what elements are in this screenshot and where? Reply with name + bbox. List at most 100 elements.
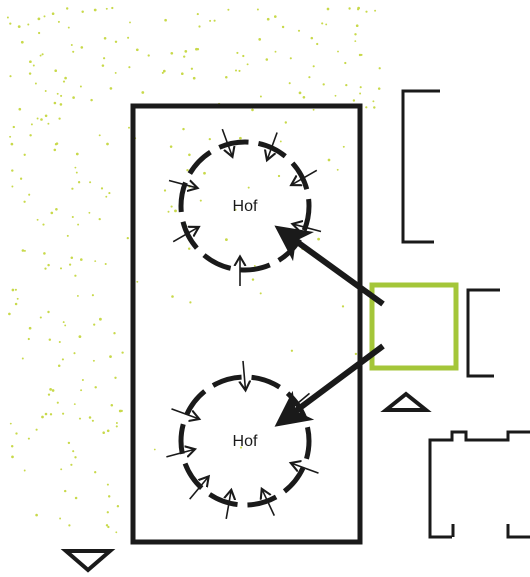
texture-dot (66, 234, 69, 237)
texture-dot (209, 19, 212, 22)
texture-dot (9, 422, 12, 425)
texture-dot (234, 69, 238, 72)
texture-dot (68, 524, 71, 527)
texture-dot (98, 217, 101, 221)
texture-dot (106, 142, 109, 146)
texture-dot (36, 117, 39, 120)
texture-dot (188, 153, 191, 157)
texture-dot (29, 60, 32, 64)
texture-dot (100, 187, 104, 190)
dotted-green-area (6, 6, 381, 534)
texture-dot (358, 53, 362, 57)
texture-dot (345, 83, 348, 87)
texture-dot (251, 278, 255, 281)
texture-dot (153, 448, 156, 451)
texture-dot (63, 489, 67, 493)
texture-dot (37, 31, 41, 35)
texture-dot (60, 94, 63, 97)
texture-dot (259, 292, 262, 295)
texture-dot (72, 450, 75, 453)
texture-dot (54, 69, 58, 73)
texture-dot (10, 444, 14, 448)
texture-dot (135, 48, 139, 52)
texture-dot (74, 274, 77, 277)
texture-dot (337, 50, 339, 53)
texture-dot (70, 463, 73, 466)
texture-dot (365, 106, 368, 109)
texture-dot (28, 72, 32, 75)
texture-dot (128, 66, 131, 69)
texture-dot (67, 26, 70, 29)
texture-dot (81, 10, 84, 13)
texture-dot (27, 337, 30, 341)
texture-dot (73, 352, 76, 355)
texture-dot (136, 280, 139, 283)
texture-dot (20, 40, 24, 44)
inward-arrow (292, 464, 319, 474)
texture-dot (116, 505, 120, 508)
texture-dot (6, 16, 9, 19)
texture-dot (203, 171, 206, 175)
texture-dot (21, 249, 25, 252)
texture-dot (27, 437, 30, 440)
texture-dot (374, 9, 377, 12)
texture-dot (94, 386, 97, 389)
texture-dot (352, 99, 356, 102)
texture-dot (61, 358, 64, 361)
texture-dot (297, 29, 301, 32)
inward-arrow (262, 490, 276, 516)
texture-dot (302, 96, 306, 99)
texture-dot (99, 317, 102, 321)
texture-dot (355, 24, 359, 28)
texture-dot (102, 431, 105, 434)
texture-dot (141, 91, 145, 94)
texture-dot (325, 23, 328, 26)
texture-dot (225, 238, 228, 242)
texture-dot (77, 223, 80, 226)
texture-dot (354, 352, 358, 356)
texture-dot (12, 125, 15, 129)
texture-dot (312, 65, 315, 68)
texture-dot (279, 140, 282, 143)
texture-dot (284, 121, 287, 124)
texture-dot (14, 288, 17, 291)
texture-dot (29, 134, 32, 137)
texture-dot (11, 169, 14, 172)
texture-dot (174, 209, 177, 213)
texture-dot (196, 48, 200, 51)
texture-dot (372, 100, 375, 103)
texture-dot (47, 122, 50, 125)
texture-dot (23, 249, 26, 252)
texture-dot (208, 137, 211, 141)
texture-dot (9, 135, 12, 138)
texture-dot (251, 108, 254, 112)
texture-dot (108, 192, 111, 195)
texture-dot (359, 92, 362, 95)
texture-dot (88, 416, 92, 419)
texture-dot (101, 64, 105, 67)
texture-dot (126, 236, 129, 240)
texture-dot (9, 75, 12, 78)
texture-dot (115, 422, 118, 424)
texture-dot (341, 305, 345, 308)
arrow-to-bottom-courtyard (274, 343, 385, 427)
texture-dot (247, 186, 250, 189)
texture-dot (281, 25, 285, 29)
neighbor-building-middle (466, 288, 500, 378)
texture-dot (23, 469, 26, 472)
texture-dot (354, 33, 357, 36)
texture-dot (18, 107, 22, 111)
texture-dot (32, 64, 35, 67)
texture-dot (118, 409, 122, 413)
texture-dot (107, 525, 110, 529)
texture-dot (113, 332, 116, 335)
texture-dot (365, 10, 368, 13)
texture-dot (377, 87, 381, 90)
texture-dot (62, 412, 65, 415)
texture-dot (74, 496, 78, 500)
texture-dot (106, 429, 110, 433)
texture-dot (75, 171, 78, 174)
texture-dot (54, 143, 58, 146)
texture-dot (190, 67, 194, 70)
neighbor-building-top (401, 89, 440, 244)
